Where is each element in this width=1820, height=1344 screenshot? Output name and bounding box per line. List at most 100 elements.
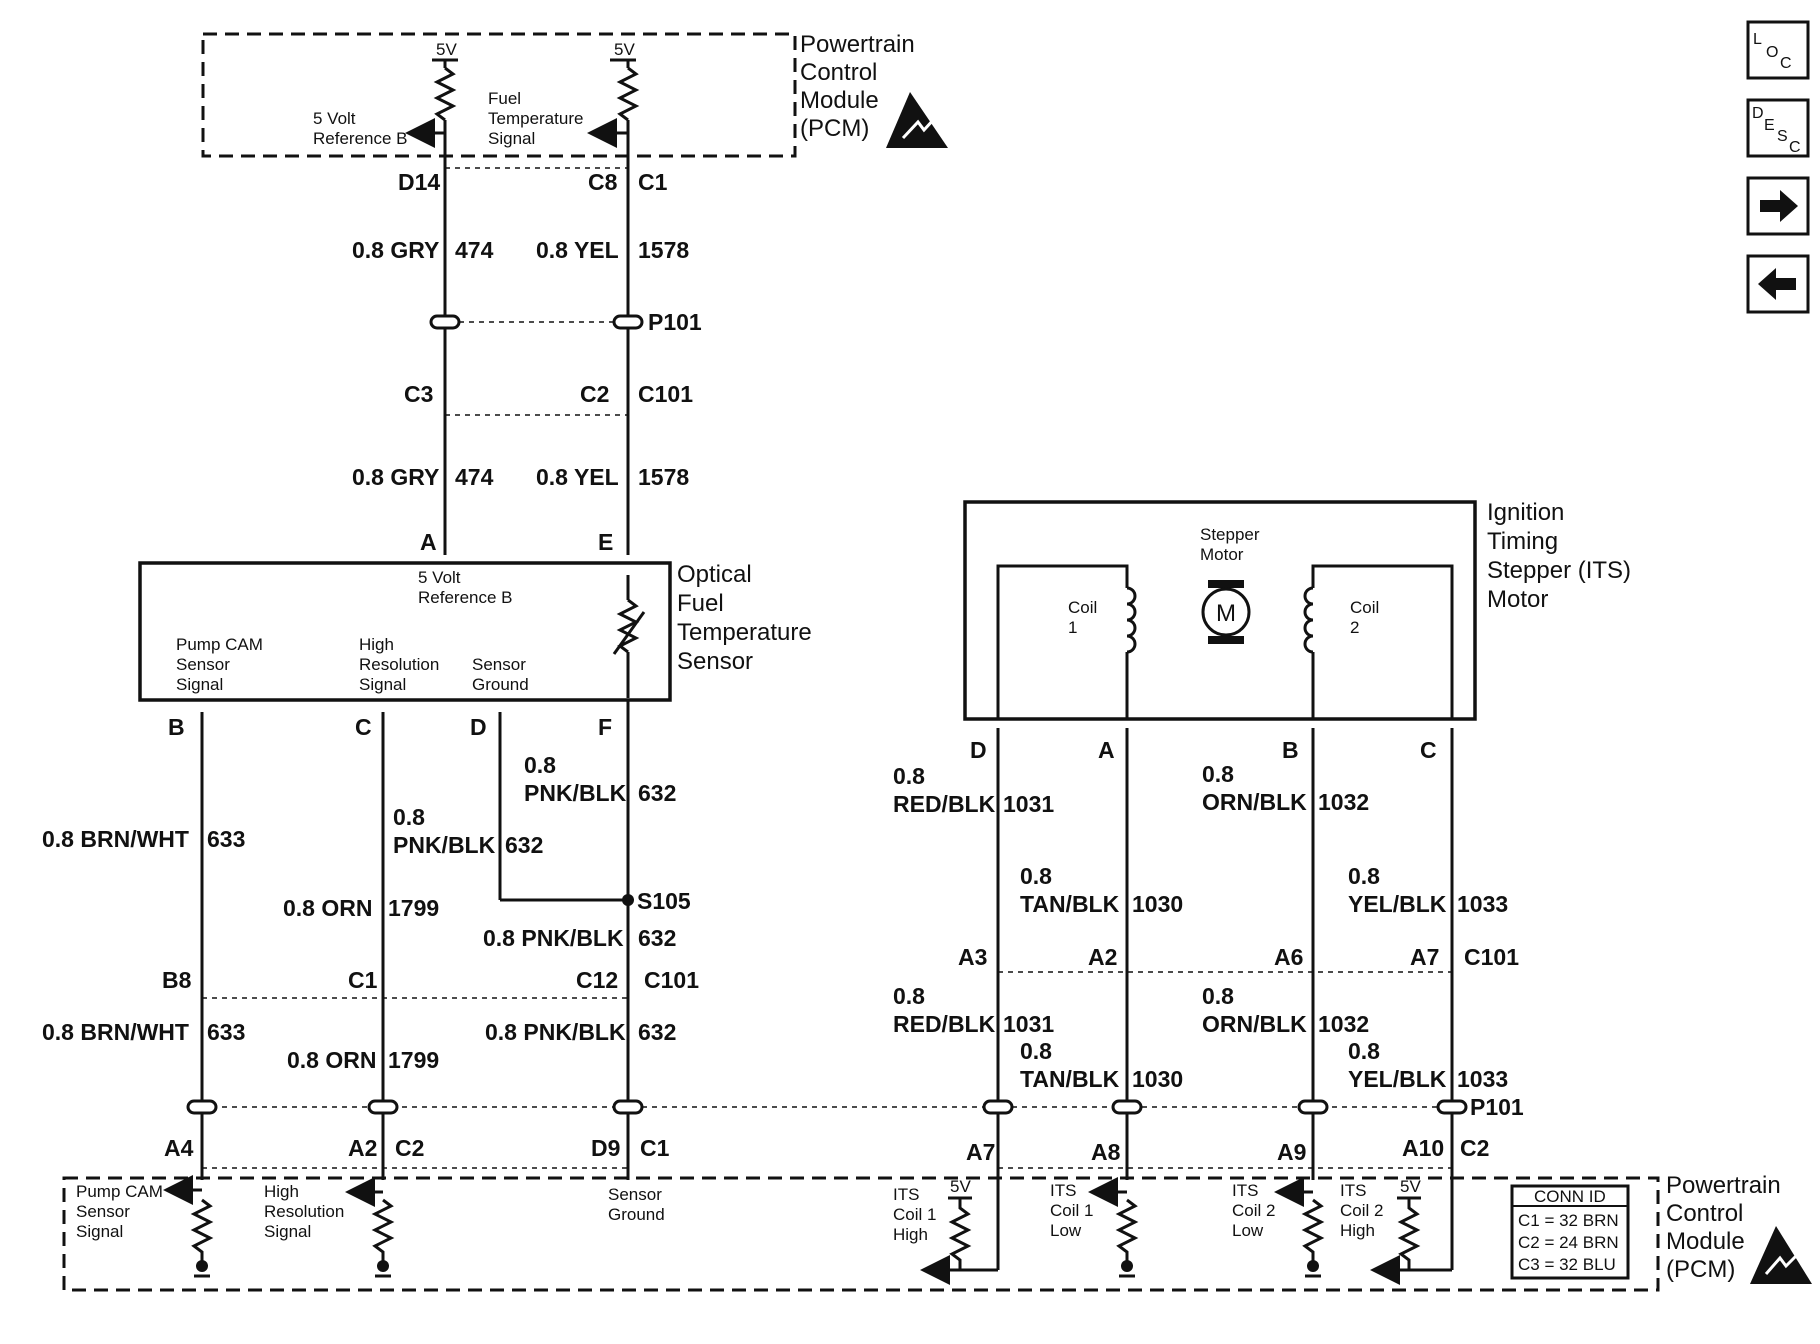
pin-e-sensor: E bbox=[598, 529, 613, 555]
motor-symbol: M bbox=[1216, 600, 1236, 627]
wire-yel-circuit: 1578 bbox=[638, 237, 689, 263]
sig-ref-b-1: 5 Volt bbox=[313, 109, 356, 128]
supply-5v-right: 5V bbox=[614, 40, 635, 59]
pcm-top-title-2: Control bbox=[800, 59, 877, 86]
wires-top: 0.8 GRY 474 0.8 YEL 1578 P101 C3 C2 C101… bbox=[352, 172, 702, 555]
pcm-bottom-title-3: Module bbox=[1666, 1228, 1745, 1255]
desc-letter-e: E bbox=[1764, 117, 1775, 134]
splice-pack bbox=[429, 314, 461, 330]
conn-id-header: CONN ID bbox=[1534, 1187, 1606, 1206]
sig-fuel-temp-3: Signal bbox=[488, 129, 535, 148]
pcm-bottom-title-2: Control bbox=[1666, 1200, 1743, 1227]
w1032b-circuit: 1032 bbox=[1318, 1011, 1369, 1037]
pin-a7-bottom: A7 bbox=[966, 1139, 995, 1165]
its-motor: Ignition Timing Stepper (ITS) Motor Step… bbox=[963, 499, 1631, 763]
next-button[interactable] bbox=[1746, 176, 1810, 236]
w1033-color: YEL/BLK bbox=[1348, 891, 1447, 917]
coil1-low-2: Coil 1 bbox=[1050, 1201, 1093, 1220]
coil-2-winding bbox=[1303, 586, 1314, 654]
coil2-low-2: Coil 2 bbox=[1232, 1201, 1275, 1220]
conn-id-row-1: C1 = 32 BRN bbox=[1518, 1211, 1619, 1230]
w1031-size: 0.8 bbox=[893, 763, 925, 789]
pin-d9: D9 bbox=[591, 1135, 620, 1161]
w1031-circuit: 1031 bbox=[1003, 791, 1054, 817]
w1031b-size: 0.8 bbox=[893, 983, 925, 1009]
pcm-high-res-2: Resolution bbox=[264, 1202, 344, 1221]
pin-a-sensor: A bbox=[420, 529, 437, 555]
pcm-high-res-1: High bbox=[264, 1182, 299, 1201]
w1030-color: TAN/BLK bbox=[1020, 891, 1120, 917]
its-title-1: Ignition bbox=[1487, 499, 1564, 526]
w1033b-color: YEL/BLK bbox=[1348, 1066, 1447, 1092]
desc-button[interactable]: D E S C bbox=[1746, 98, 1810, 158]
wire-pnk-b-circuit: 632 bbox=[638, 780, 676, 806]
w1030b-size: 0.8 bbox=[1020, 1038, 1052, 1064]
pull-up-resistor bbox=[433, 66, 457, 122]
pcm-high-res-3: Signal bbox=[264, 1222, 311, 1241]
ground-icon bbox=[1121, 1260, 1133, 1272]
pin-c-sensor: C bbox=[355, 714, 372, 740]
nav-buttons: L O C D E S C bbox=[1746, 20, 1810, 314]
pcm-ground-1: Sensor bbox=[608, 1185, 662, 1204]
pcm-top-title-3: Module bbox=[800, 87, 879, 114]
thermistor-icon bbox=[616, 598, 640, 654]
sensor-ground-2: Ground bbox=[472, 675, 529, 694]
loc-letter-o: O bbox=[1766, 44, 1778, 61]
conn-c1-top: C1 bbox=[638, 169, 668, 195]
pcm-bottom-border bbox=[62, 1176, 1660, 1292]
pin-b-sensor: B bbox=[168, 714, 185, 740]
wire-orn2-size: 0.8 ORN bbox=[287, 1047, 376, 1073]
w1031b-color: RED/BLK bbox=[893, 1011, 996, 1037]
wire-yel2-size: 0.8 YEL bbox=[536, 464, 619, 490]
ground-icon bbox=[377, 1260, 389, 1272]
pcm-top-title-1: Powertrain bbox=[800, 31, 915, 58]
w1030-circuit: 1030 bbox=[1132, 891, 1183, 917]
splice-s105-label: S105 bbox=[637, 888, 691, 914]
coil2-low-3: Low bbox=[1232, 1221, 1264, 1240]
wire-orn-size: 0.8 ORN bbox=[283, 895, 372, 921]
coil2-high-3: High bbox=[1340, 1221, 1375, 1240]
stepper-label-2: Motor bbox=[1200, 545, 1244, 564]
arrow-right-icon bbox=[1760, 190, 1798, 222]
wire-orn2-circuit: 1799 bbox=[388, 1047, 439, 1073]
sig-ref-b-2: Reference B bbox=[313, 129, 408, 148]
wire-pnk3-size: 0.8 PNK/BLK bbox=[485, 1019, 626, 1045]
wire-brn2-size: 0.8 BRN/WHT bbox=[42, 1019, 189, 1045]
wire-yel-size: 0.8 YEL bbox=[536, 237, 619, 263]
its-title-3: Stepper (ITS) bbox=[1487, 557, 1631, 584]
p101-lower: P101 bbox=[186, 1094, 1524, 1120]
wire-pnk3-circuit: 632 bbox=[638, 1019, 676, 1045]
prev-button[interactable] bbox=[1746, 254, 1810, 314]
pin-f-sensor: F bbox=[598, 714, 612, 740]
pcm-bottom: A4 A2 C2 D9 C1 A7 A8 A9 A10 C2 Powertrai… bbox=[62, 1135, 1812, 1292]
sensor-pump-cam-3: Signal bbox=[176, 675, 223, 694]
w1033b-circuit: 1033 bbox=[1457, 1066, 1508, 1092]
w1030b-circuit: 1030 bbox=[1132, 1066, 1183, 1092]
pin-b8: B8 bbox=[162, 967, 192, 993]
coil1-low-1: ITS bbox=[1050, 1181, 1076, 1200]
splice-pack bbox=[612, 314, 644, 330]
pin-a6: A6 bbox=[1274, 944, 1303, 970]
wire-pnk-a-circuit: 632 bbox=[505, 832, 543, 858]
coil-2-label-1: Coil bbox=[1350, 598, 1379, 617]
wire-brn-size: 0.8 BRN/WHT bbox=[42, 826, 189, 852]
sensor-box bbox=[138, 561, 672, 702]
its-title-2: Timing bbox=[1487, 528, 1558, 555]
sig-fuel-temp-1: Fuel bbox=[488, 89, 521, 108]
loc-letter-c: C bbox=[1780, 55, 1792, 72]
stepper-label-1: Stepper bbox=[1200, 525, 1260, 544]
its-box bbox=[963, 500, 1477, 721]
wire-gry2-size: 0.8 GRY bbox=[352, 464, 439, 490]
sensor-ref-b-1: 5 Volt bbox=[418, 568, 461, 587]
pcm-ground-2: Ground bbox=[608, 1205, 665, 1224]
loc-button[interactable]: L O C bbox=[1746, 20, 1810, 80]
pin-a2-bottom: A2 bbox=[348, 1135, 377, 1161]
sensor-ref-b-2: Reference B bbox=[418, 588, 513, 607]
pcm-top-border bbox=[201, 32, 797, 158]
conn-id-row-2: C2 = 24 BRN bbox=[1518, 1233, 1619, 1252]
wire-gry2-circuit: 474 bbox=[455, 464, 494, 490]
coil2-low-1: ITS bbox=[1232, 1181, 1258, 1200]
desc-letter-c: C bbox=[1789, 139, 1801, 156]
w1032-color: ORN/BLK bbox=[1202, 789, 1307, 815]
